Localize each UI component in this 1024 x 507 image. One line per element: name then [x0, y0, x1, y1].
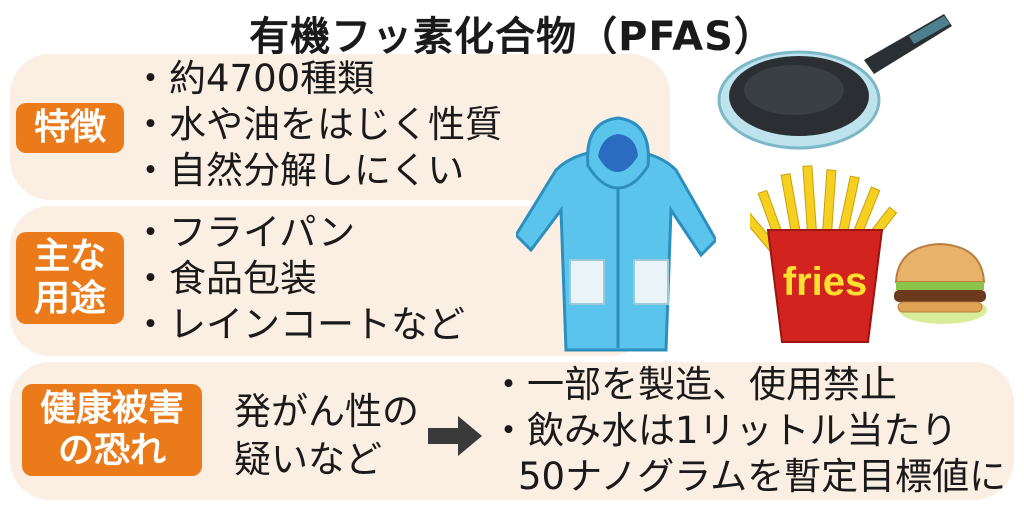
list-item: ・一部を製造、使用禁止	[490, 363, 897, 406]
frying-pan-icon	[717, 14, 952, 150]
health-text-line: 疑いなど	[234, 438, 382, 481]
list-item: ・食品包装	[132, 257, 317, 300]
health-label-line: の恐れ	[57, 430, 166, 471]
list-item: ・レインコートなど	[132, 303, 465, 346]
health-label: 健康被害 の恐れ	[22, 384, 202, 476]
list-item: 50ナノグラムを暫定目標値に	[518, 455, 1007, 498]
uses-label-line: 用途	[33, 278, 106, 319]
uses-list: ・フライパン ・食品包装 ・レインコートなど	[132, 210, 465, 348]
health-text-line: 発がん性の	[234, 390, 419, 433]
health-label-line: 健康被害	[39, 388, 184, 429]
list-item: ・飲み水は1リットル当たり	[490, 409, 958, 452]
fries-label: fries	[783, 260, 868, 304]
raincoat-icon	[516, 116, 716, 352]
uses-label-line: 主な	[33, 236, 106, 277]
features-list: ・約4700種類 ・水や油をはじく性質 ・自然分解しにくい	[132, 56, 502, 194]
fries-icon: fries	[750, 165, 898, 343]
page-title: 有機フッ素化合物（PFAS）	[249, 14, 775, 60]
list-item: ・水や油をはじく性質	[132, 103, 502, 146]
health-text: 発がん性の 疑いなど	[234, 388, 419, 484]
burger-icon	[894, 242, 987, 324]
list-item: ・フライパン	[132, 211, 356, 254]
effects-list: ・一部を製造、使用禁止 ・飲み水は1リットル当たり 50ナノグラムを暫定目標値に	[490, 362, 1006, 500]
arrow-right-icon	[428, 416, 482, 456]
uses-label: 主な 用途	[16, 232, 124, 324]
list-item: ・約4700種類	[132, 57, 375, 100]
list-item: ・自然分解しにくい	[132, 149, 465, 192]
features-label: 特徴	[16, 103, 124, 153]
